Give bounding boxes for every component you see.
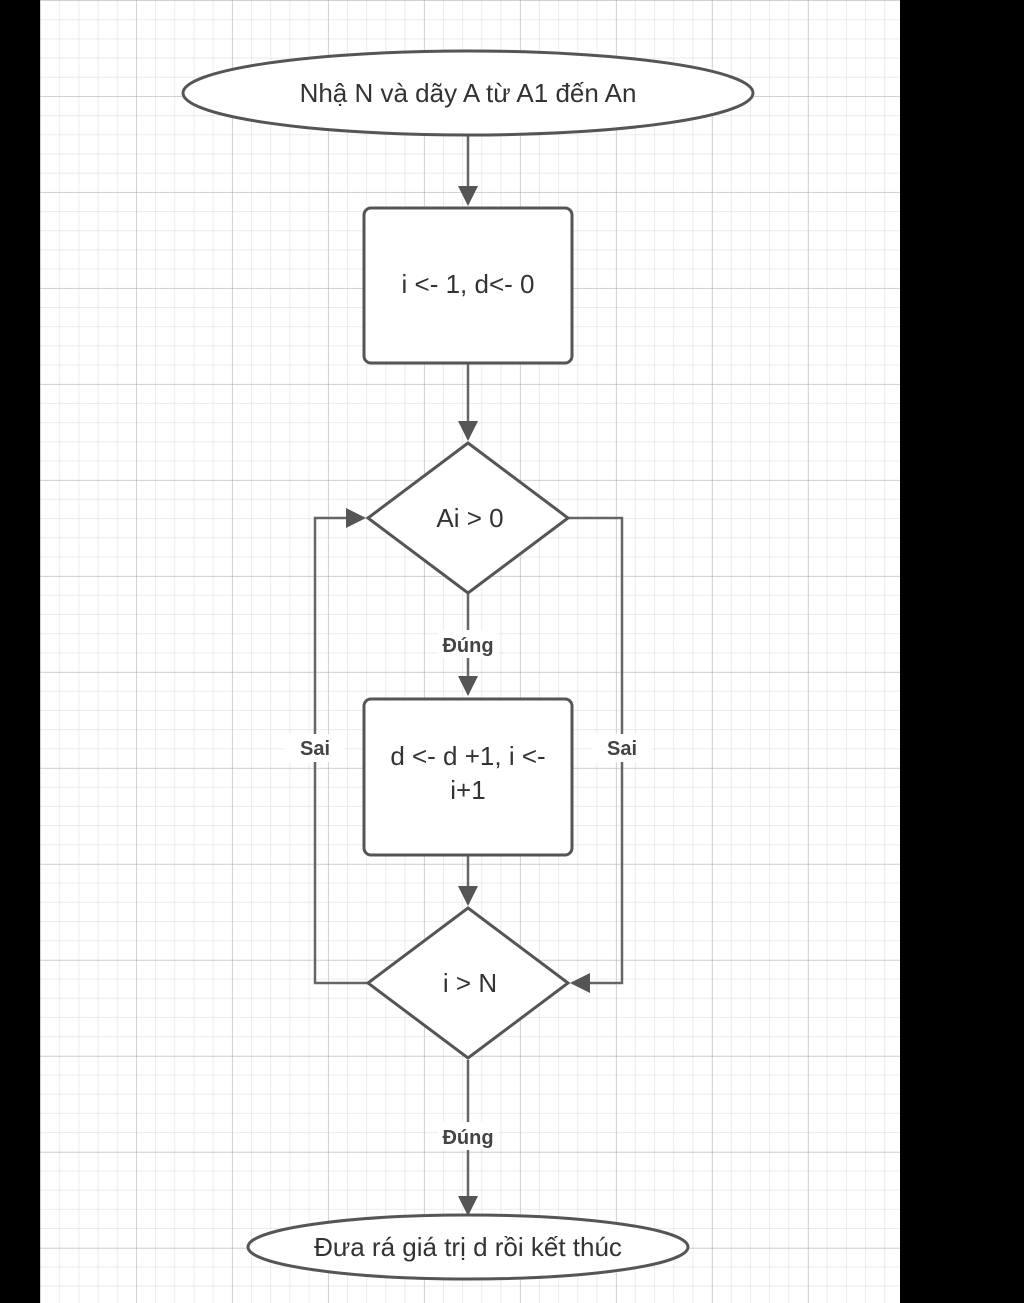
edge-label-bg [285, 734, 345, 762]
init-process-label: i <- 1, d<- 0 [402, 269, 535, 299]
end-node[interactable] [246, 1213, 690, 1281]
init-process-box[interactable] [362, 206, 574, 365]
edge-label-bg [438, 1122, 498, 1150]
edge-label-bg [438, 630, 498, 658]
flowchart: Đúng Sai Sai Đúng Nhậ N và dãy A từ A1 đ… [181, 49, 755, 1281]
edge-label-bg [592, 734, 652, 762]
end-node-label: Đưa rá giá trị d rồi kết thúc [314, 1232, 622, 1262]
start-node-label: Nhậ N và dãy A từ A1 đến An [300, 78, 637, 108]
decision-i-greater-n[interactable] [365, 906, 571, 1060]
decision-ai-positive[interactable] [365, 441, 571, 595]
decision-i-greater-n-label: i > N [443, 968, 497, 998]
update-process-label-line2: i+1 [450, 775, 485, 805]
edge-label-in-true: Đúng [442, 1127, 493, 1149]
update-process-label-line1: d <- d +1, i <- [390, 741, 545, 771]
start-node[interactable] [181, 49, 755, 137]
decision-ai-positive-label: Ai > 0 [436, 503, 503, 533]
edge-label-ai-false: Sai [607, 738, 637, 760]
edge-label-ai-true: Đúng [442, 635, 493, 657]
edge-label-in-false: Sai [300, 738, 330, 760]
update-process-box[interactable] [362, 697, 574, 857]
diagram-canvas: Đúng Sai Sai Đúng Nhậ N và dãy A từ A1 đ… [40, 0, 900, 1303]
